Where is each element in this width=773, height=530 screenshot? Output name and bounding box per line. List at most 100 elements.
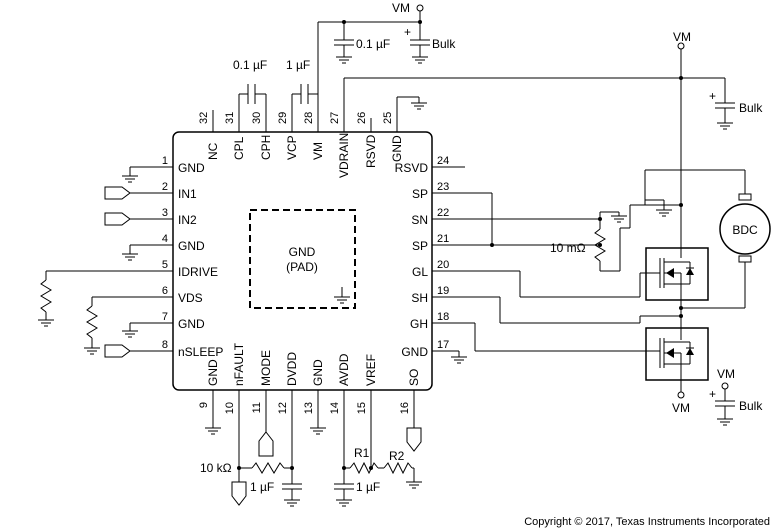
vm-bottom-label: VM xyxy=(672,401,690,415)
svg-text:+: + xyxy=(709,89,716,103)
vm-right-label: VM xyxy=(673,30,691,44)
pin-name: VDS xyxy=(178,291,203,305)
r2-label: R2 xyxy=(389,449,405,463)
pin-num: 21 xyxy=(437,233,449,245)
pin-name: RSVD xyxy=(395,161,429,175)
pin-name: IN2 xyxy=(178,213,197,227)
pin-name: VCP xyxy=(285,135,299,160)
pin-name: VM xyxy=(311,142,325,160)
cap-cpl-value: 0.1 µF xyxy=(233,58,267,72)
pad-label: GND xyxy=(289,245,316,259)
cap-vm-value: 0.1 µF xyxy=(356,37,390,51)
pin-name: RSVD xyxy=(364,134,378,168)
pin-num: 7 xyxy=(162,311,168,323)
pin-name: nFAULT xyxy=(232,342,246,386)
high-side-mosfet xyxy=(645,215,709,308)
pin-num: 25 xyxy=(382,112,394,124)
ic-package xyxy=(172,131,433,391)
motor-bdc xyxy=(719,203,771,255)
vm-bottom-right-terminal xyxy=(721,382,729,390)
pin-num: 27 xyxy=(329,112,341,124)
pin-name: MODE xyxy=(259,350,273,386)
copyright-text: Copyright © 2017, Texas Instruments Inco… xyxy=(524,516,770,528)
pin-num: 4 xyxy=(162,233,168,245)
pin-num: 22 xyxy=(437,207,449,219)
pin-num: 8 xyxy=(162,339,168,351)
top-pins: 32 NC 31 CPL 30 CPH 29 VCP 28 VM 27 VDRA… xyxy=(198,78,404,178)
pin-num: 3 xyxy=(162,207,168,219)
pin-name: AVDD xyxy=(337,353,351,386)
pin-name: nSLEEP xyxy=(178,345,223,359)
pin-num: 26 xyxy=(356,112,368,124)
pin-num: 20 xyxy=(437,259,449,271)
pin-num: 9 xyxy=(198,402,210,408)
pin-num: 1 xyxy=(162,155,168,167)
pin-num: 10 xyxy=(224,402,236,414)
left-pins: 1 GND 2 IN1 3 IN2 4 GND 5 IDRIVE 6 VDS 7… xyxy=(37,155,223,359)
pin-name: VREF xyxy=(364,354,378,386)
vm-top-terminal xyxy=(416,4,424,12)
pin-num: 5 xyxy=(162,259,168,271)
pin-num: 6 xyxy=(162,285,168,297)
thermal-pad xyxy=(249,209,356,309)
vm-bottom-right-label: VM xyxy=(717,367,735,381)
pin-name: IDRIVE xyxy=(178,265,218,279)
pin-num: 16 xyxy=(399,402,411,414)
svg-text:+: + xyxy=(404,25,411,39)
pin-num: 14 xyxy=(329,402,341,414)
bulk-bottom-right-label: Bulk xyxy=(739,399,763,413)
pin-num: 31 xyxy=(224,112,236,124)
cap-dvdd-value: 1 µF xyxy=(250,480,274,494)
pin-num: 30 xyxy=(251,112,263,124)
pin-num: 24 xyxy=(437,155,449,167)
pin-num: 32 xyxy=(198,112,210,124)
pin-name: CPH xyxy=(259,135,273,160)
bulk-top-label: Bulk xyxy=(432,37,456,51)
bulk-right-label: Bulk xyxy=(739,101,763,115)
pin-num: 2 xyxy=(162,181,168,193)
pin-name: GND xyxy=(178,317,205,331)
res-nfault-value: 10 kΩ xyxy=(200,461,232,475)
pin-num: 29 xyxy=(277,112,289,124)
pin-name: DVDD xyxy=(285,352,299,386)
pin-num: 12 xyxy=(277,402,289,414)
pin-name: SN xyxy=(411,213,428,227)
res-sense-value: 10 mΩ xyxy=(550,241,586,255)
pin-name: SH xyxy=(411,291,428,305)
pin-num: 28 xyxy=(303,112,315,124)
pin-name: SP xyxy=(412,187,428,201)
bottom-pins: 9 GND 10 nFAULT 11 MODE 12 DVDD 13 GND 1… xyxy=(198,342,421,484)
pin-name: GH xyxy=(410,317,428,331)
pin-name: GND xyxy=(178,239,205,253)
right-pins: 24 RSVD 23 SP 22 SN 21 SP 20 GL 19 SH 18… xyxy=(395,155,492,364)
pin-num: 15 xyxy=(356,402,368,414)
svg-text:+: + xyxy=(709,387,716,401)
pin-name: VDRAIN xyxy=(337,133,351,178)
pin-num: 13 xyxy=(303,402,315,414)
motor-label: BDC xyxy=(732,223,758,237)
pin-name: NC xyxy=(206,142,220,160)
pin-name: GND xyxy=(178,161,205,175)
low-side-mosfet xyxy=(645,327,709,392)
pin-name: CPL xyxy=(232,136,246,160)
vm-bottom-terminal xyxy=(677,391,685,399)
pin-name: IN1 xyxy=(178,187,197,201)
cap-vcp-value: 1 µF xyxy=(286,58,310,72)
pad-sublabel: (PAD) xyxy=(286,260,318,274)
pin-num: 23 xyxy=(437,181,449,193)
vm-top-label: VM xyxy=(392,1,410,15)
pin-num: 17 xyxy=(437,339,449,351)
r1-label: R1 xyxy=(354,446,370,460)
pin-name: SO xyxy=(407,369,421,386)
pin-num: 11 xyxy=(251,402,263,413)
pin-name: SP xyxy=(412,239,428,253)
pin-name: GL xyxy=(412,265,428,279)
pin-num: 19 xyxy=(437,285,449,297)
pin-name: GND xyxy=(401,345,428,359)
pin-num: 18 xyxy=(437,311,449,323)
pin-name: GND xyxy=(206,359,220,386)
pin-name: GND xyxy=(311,359,325,386)
pin-name: GND xyxy=(390,135,404,162)
cap-avdd-value: 1 µF xyxy=(356,480,380,494)
